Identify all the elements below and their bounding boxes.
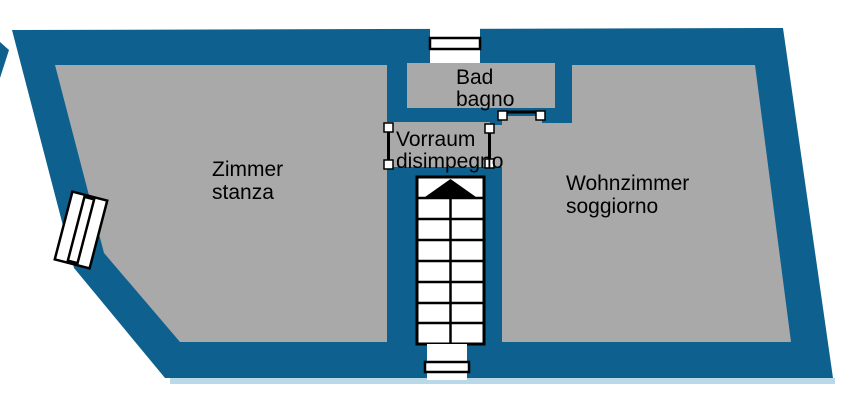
ground-strip [170, 378, 835, 384]
vorraum-label-it: disimpegno [396, 150, 503, 173]
window-left [53, 190, 109, 270]
floors [55, 63, 791, 342]
door-jamb [383, 122, 394, 133]
edge-sliver [0, 42, 9, 78]
door-vorraum-right [484, 123, 495, 169]
staircase [415, 175, 486, 346]
door-jamb [497, 110, 508, 121]
doors [383, 110, 546, 170]
door-jamb [484, 123, 495, 134]
window-bottom [423, 344, 471, 380]
zimmer-floor [55, 65, 387, 342]
room-labels: Zimmer stanza Bad bagno Vorraum disimpeg… [212, 66, 689, 218]
bad-floor [407, 63, 555, 108]
stairs-up-arrow-icon [425, 179, 476, 197]
window-glass [66, 195, 96, 265]
vorraum-label-de: Vorraum [396, 128, 475, 151]
staircase-steps [417, 196, 484, 344]
wohnzimmer-floor [491, 65, 791, 342]
window-top [428, 26, 482, 63]
wohnzimmer-label-de: Wohnzimmer [566, 172, 689, 195]
vorraum-floor [387, 122, 490, 167]
window-glass [428, 36, 482, 51]
wohnzimmer-label-it: soggiorno [566, 195, 658, 218]
window-glass [423, 360, 471, 374]
zimmer-label-de: Zimmer [212, 158, 283, 181]
windows [53, 26, 482, 380]
door-vorraum-left [383, 122, 394, 170]
door-bad [497, 110, 546, 121]
door-jamb [484, 158, 495, 169]
zimmer-label-it: stanza [212, 181, 274, 204]
bad-label-it: bagno [456, 88, 514, 111]
door-jamb [383, 159, 394, 170]
door-jamb [535, 110, 546, 121]
bad-label-de: Bad [456, 66, 493, 89]
